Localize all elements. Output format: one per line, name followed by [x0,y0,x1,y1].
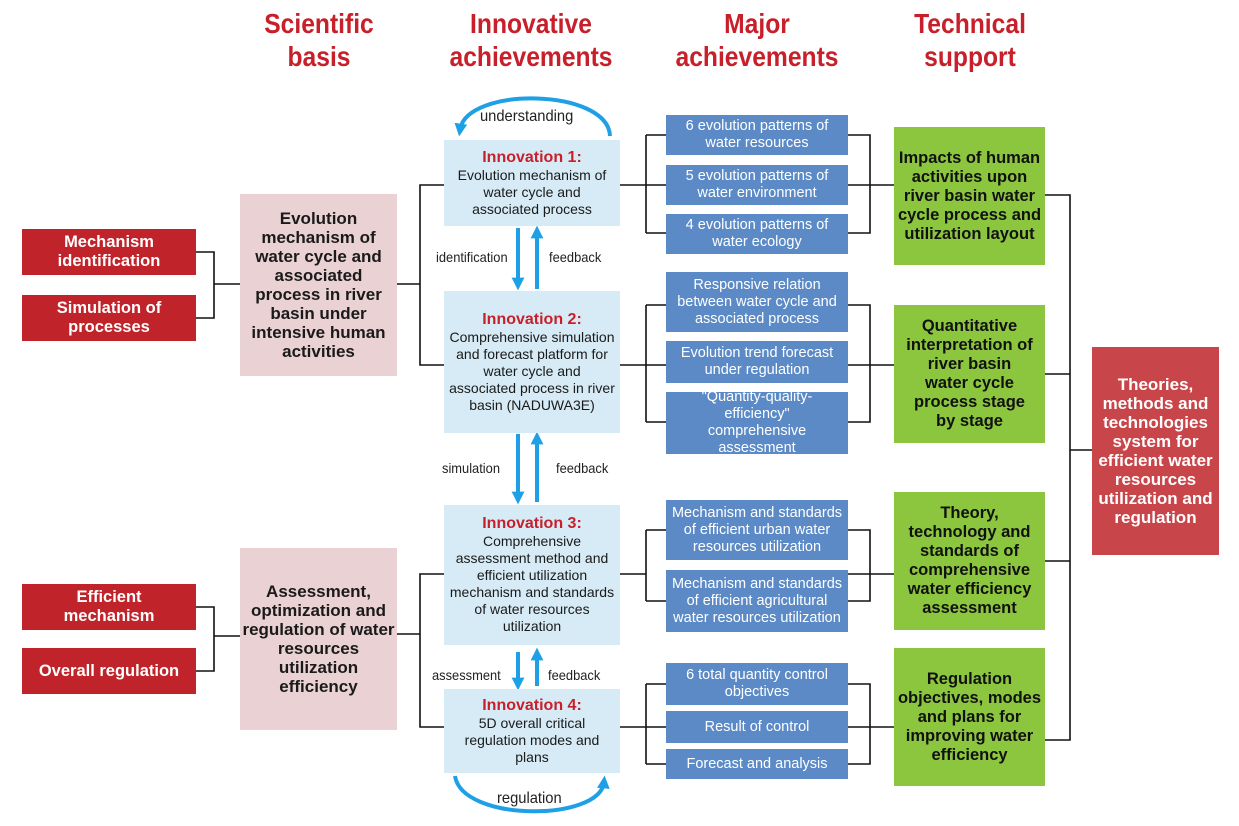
innovation-3-text: Comprehensive assessment method and effi… [449,533,615,634]
header-innovative-achievements: Innovative achievements [449,8,613,72]
achievement-quantity-quality: "Quantity-quality-efficiency" comprehens… [666,392,848,454]
mechanism-identification-box: Mechanism identification [22,229,196,275]
header-major-achievements: Major achievements [675,8,839,72]
achievement-urban-standards: Mechanism and standards of efficient urb… [666,500,848,560]
innovation-1-text: Evolution mechanism of water cycle and a… [457,166,607,217]
label-feedback-1: feedback [549,249,602,265]
achievement-responsive-relation: Responsive relation between water cycle … [666,272,848,332]
support-efficiency-assessment: Theory, technology and standards of comp… [894,492,1045,630]
label-understanding: understanding [480,108,574,125]
label-simulation: simulation [442,460,500,476]
flow-arrows [453,96,612,814]
innovation-4-title: Innovation 4: [482,696,582,714]
innovation-1-title: Innovation 1: [482,148,582,166]
innovation-2-box: Innovation 2: Comprehensive simulation a… [444,291,620,433]
innovation-4-text: 5D overall critical regulation modes and… [464,714,600,765]
basis-assessment-box: Assessment, optimization and regulation … [240,548,397,730]
overall-regulation-box: Overall regulation [22,648,196,694]
label-assessment: assessment [432,667,501,683]
innovation-3-title: Innovation 3: [482,515,582,532]
achievement-quantity-control: 6 total quantity control objectives [666,663,848,705]
achievement-water-ecology: 4 evolution patterns of water ecology [666,214,848,254]
achievement-result-of-control: Result of control [666,711,848,743]
innovation-1-box: Innovation 1: Evolution mechanism of wat… [444,140,620,226]
innovation-2-title: Innovation 2: [482,310,582,328]
label-feedback-2: feedback [556,460,609,476]
achievement-evolution-trend: Evolution trend forecast under regulatio… [666,341,848,383]
achievement-forecast-analysis: Forecast and analysis [666,749,848,779]
achievement-water-environment: 5 evolution patterns of water environmen… [666,165,848,205]
label-regulation: regulation [497,790,562,807]
simulation-of-processes-box: Simulation of processes [22,295,196,341]
innovation-2-text: Comprehensive simulation and forecast pl… [449,328,615,413]
support-regulation-objectives: Regulation objectives, modes and plans f… [894,648,1045,786]
achievement-water-resources: 6 evolution patterns of water resources [666,115,848,155]
basis-evolution-box: Evolution mechanism of water cycle and a… [240,194,397,376]
header-technical-support: Technical support [914,8,1026,72]
efficient-mechanism-box: Efficient mechanism [22,584,196,630]
header-scientific-basis: Scientific basis [264,8,374,72]
support-quantitative-interpretation: Quantitative interpretation of river bas… [894,305,1045,443]
support-human-impacts: Impacts of human activities upon river b… [894,127,1045,265]
final-theories-box: Theories, methods and technologies syste… [1092,347,1219,555]
innovation-3-box: Innovation 3: Comprehensive assessment m… [444,505,620,645]
label-identification: identification [436,249,508,265]
innovation-4-box: Innovation 4: 5D overall critical regula… [444,689,620,773]
label-feedback-3: feedback [548,667,601,683]
achievement-agricultural-standards: Mechanism and standards of efficient agr… [666,570,848,632]
